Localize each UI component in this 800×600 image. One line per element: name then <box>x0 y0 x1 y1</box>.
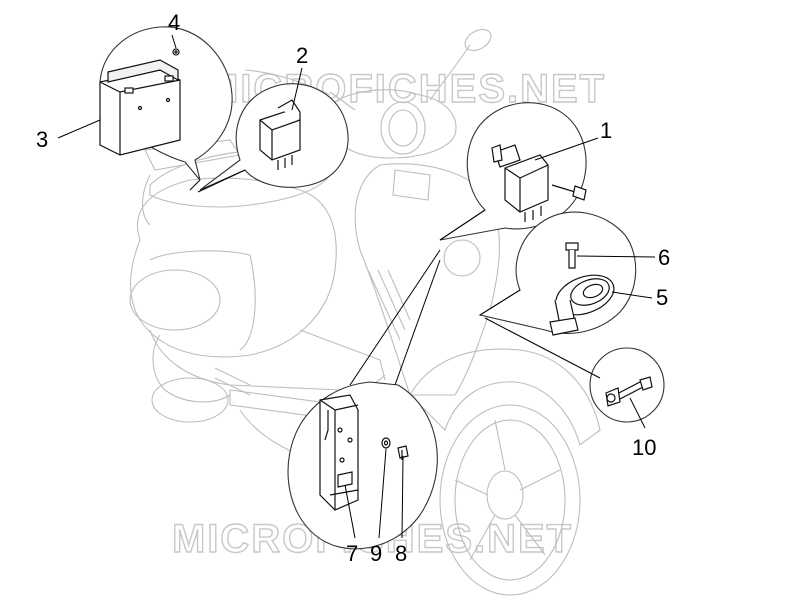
washer-part <box>381 437 391 449</box>
nut-part <box>397 445 409 460</box>
leader-5 <box>611 291 653 299</box>
battery-screw-part <box>172 48 180 56</box>
callout-10: 10 <box>632 435 656 460</box>
bolt-part <box>605 376 653 407</box>
leader-4 <box>171 34 177 49</box>
horn-part <box>549 274 615 336</box>
leader-flasher <box>439 209 486 241</box>
flasher-part <box>491 144 587 222</box>
leader-6 <box>576 255 656 258</box>
leader-2 <box>291 67 303 111</box>
leader-1 <box>534 137 599 161</box>
leader-relay <box>197 169 246 193</box>
relay-part <box>259 99 301 170</box>
callout-6: 6 <box>658 245 670 270</box>
callout-5: 5 <box>656 285 668 310</box>
callout-8: 8 <box>395 541 407 566</box>
leader-bracket <box>349 249 441 386</box>
callout-1: 1 <box>600 118 612 143</box>
callout-7: 7 <box>346 541 358 566</box>
leader-9 <box>378 448 387 539</box>
leader-3 <box>57 119 101 139</box>
detail-bubble-screw <box>589 347 665 423</box>
horn-bolt-part <box>565 242 579 269</box>
bracket-part <box>319 394 359 511</box>
leader-7 <box>344 484 356 539</box>
callout-2: 2 <box>296 43 308 68</box>
scooter-outline <box>129 28 601 596</box>
leader-battery <box>189 179 201 191</box>
callout-4: 4 <box>168 10 180 35</box>
battery-part <box>99 59 181 156</box>
leader-screw <box>484 317 601 379</box>
callout-9: 9 <box>370 541 382 566</box>
leader-10 <box>629 397 646 429</box>
leader-8 <box>401 455 404 539</box>
leader-horn <box>479 289 521 316</box>
callout-3: 3 <box>36 127 48 152</box>
